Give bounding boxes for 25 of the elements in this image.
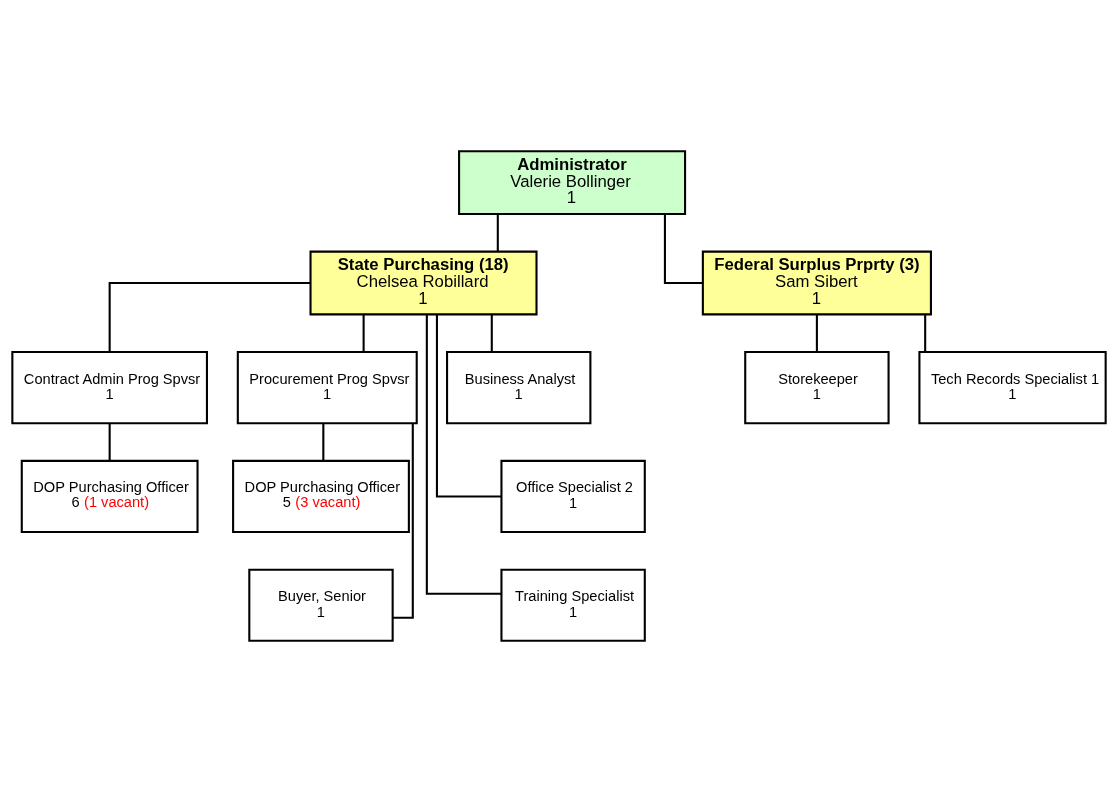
- connector: [815, 313, 818, 352]
- node-box: Procurement Prog Spvsr 1: [236, 350, 418, 424]
- node-box: Office Specialist 2 1: [500, 459, 646, 533]
- node-box: DOP Purchasing Officer 6 (1 vacant): [20, 459, 199, 533]
- connector: [425, 314, 502, 595]
- connector: [924, 313, 927, 352]
- node-box: State Purchasing (18) Chelsea Robillard 1: [309, 250, 538, 315]
- node-box: Buyer, Senior 1: [248, 568, 394, 642]
- connector: [435, 314, 502, 497]
- node-box: Training Specialist 1: [500, 568, 646, 642]
- connector: [490, 313, 493, 352]
- node-box: Business Analyst 1: [446, 350, 592, 424]
- connector: [496, 213, 499, 252]
- node-box: DOP Purchasing Officer 5 (3 vacant): [232, 459, 410, 533]
- node-box: Storekeeper 1: [744, 350, 890, 424]
- connector: [392, 423, 414, 619]
- connector: [663, 213, 703, 284]
- connector: [362, 313, 365, 352]
- node-box: Contract Admin Prog Spvsr 1: [11, 350, 208, 424]
- node-box: Administrator Valerie Bollinger 1: [458, 149, 687, 215]
- connector: [322, 422, 325, 461]
- node-box: Federal Surplus Prprty (3) Sam Sibert 1: [701, 250, 932, 315]
- connector: [108, 281, 311, 352]
- connector: [108, 422, 111, 461]
- node-box: Tech Records Specialist 1 1: [918, 350, 1107, 424]
